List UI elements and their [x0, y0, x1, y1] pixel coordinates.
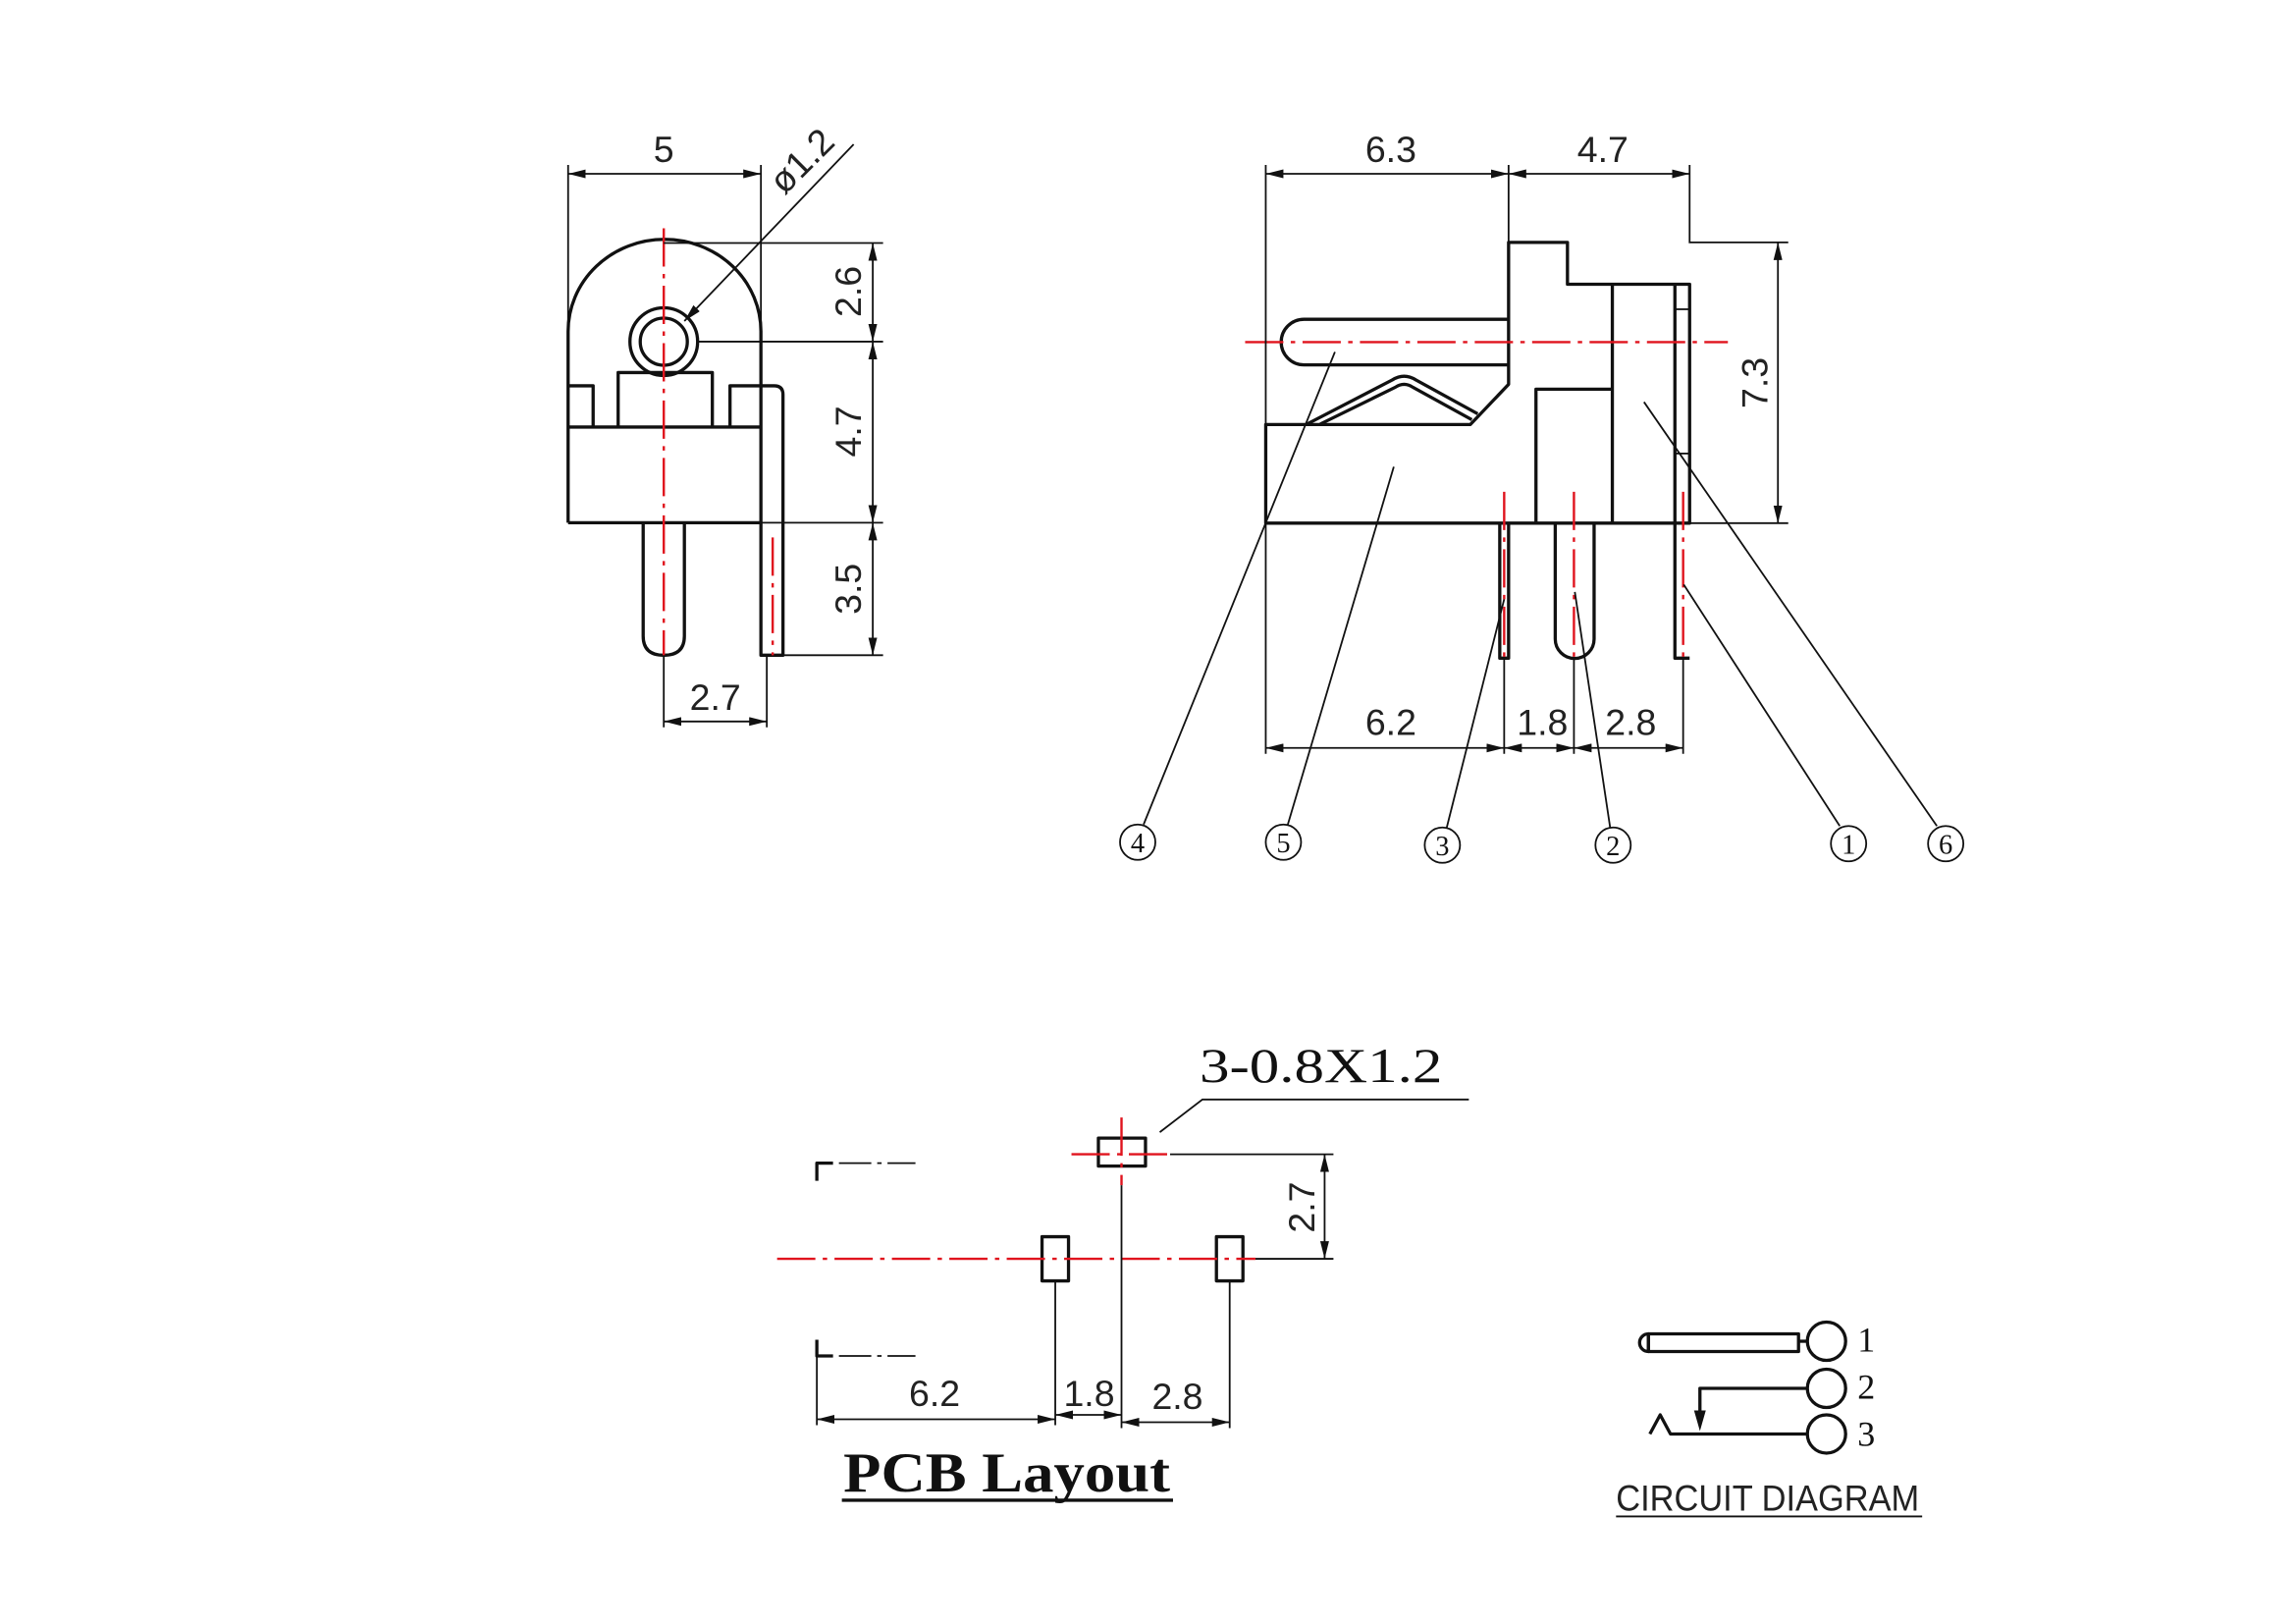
pcb-layout-title: PCB Layout: [843, 1442, 1170, 1504]
pin-label-1: 1: [1857, 1321, 1875, 1360]
svg-text:5: 5: [1276, 829, 1290, 859]
balloon-5: 5: [1264, 823, 1303, 861]
front-bottom-dim-2: 1.8: [1517, 701, 1568, 742]
circuit-diagram-title: CIRCUIT DIAGRAM: [1616, 1477, 1919, 1518]
svg-text:6: 6: [1939, 831, 1952, 861]
balloon-1: 1: [1830, 825, 1868, 863]
terminal-1: [1805, 1320, 1847, 1363]
side-body-dim: 4.7: [828, 406, 869, 457]
pcb-vertical-dim: 2.7: [1281, 1182, 1322, 1233]
side-width-dim: 5: [654, 129, 674, 170]
side-view-outline: [566, 238, 785, 657]
pcb-dim-2: 1.8: [1063, 1373, 1114, 1414]
front-right-width-dim: 4.7: [1577, 129, 1629, 170]
side-pin-dim: 3.5: [828, 564, 869, 615]
pad-callout: 3-0.8X1.2: [1200, 1039, 1442, 1093]
side-hole-dim: ø1.2: [761, 120, 842, 201]
balloon-6: 6: [1927, 825, 1965, 863]
svg-text:4: 4: [1131, 829, 1145, 859]
front-height-dim: 7.3: [1735, 357, 1776, 408]
balloon-4: 4: [1119, 823, 1156, 861]
pin-label-2: 2: [1857, 1367, 1875, 1406]
svg-text:3: 3: [1435, 832, 1449, 862]
front-view-outline: [1263, 241, 1691, 661]
pcb-dim-3: 2.8: [1151, 1376, 1202, 1417]
svg-text:2: 2: [1606, 832, 1620, 862]
side-view: 5 ø1.2 2.6 4.7 3.5 2.7: [566, 120, 883, 728]
front-bottom-dim-1: 6.2: [1365, 701, 1416, 742]
front-bottom-dim-3: 2.8: [1605, 701, 1656, 742]
side-pitch-dim: 2.7: [690, 677, 741, 718]
terminal-3: [1805, 1413, 1847, 1455]
circuit-diagram: 1 2 3 CIRCUIT DIAGRAM: [1616, 1320, 1923, 1518]
terminal-2: [1805, 1367, 1847, 1410]
side-top-dim: 2.6: [828, 266, 869, 317]
pcb-dim-1: 6.2: [909, 1373, 960, 1414]
front-left-width-dim: 6.3: [1365, 129, 1416, 170]
pcb-layout: 3-0.8X1.2 2.7 6.2 1.8 2.8 PCB Layout: [776, 1039, 1469, 1504]
svg-text:1: 1: [1842, 831, 1855, 861]
balloon-2: 2: [1594, 826, 1632, 864]
balloon-3: 3: [1423, 826, 1462, 864]
part-callouts: 4 5 3 2 1 6: [1119, 352, 1965, 864]
front-view: 6.3 4.7 7.3 6.2 1.8 2.8 4 5 3 2 1 6: [1119, 129, 1965, 864]
pin-label-3: 3: [1857, 1414, 1875, 1453]
